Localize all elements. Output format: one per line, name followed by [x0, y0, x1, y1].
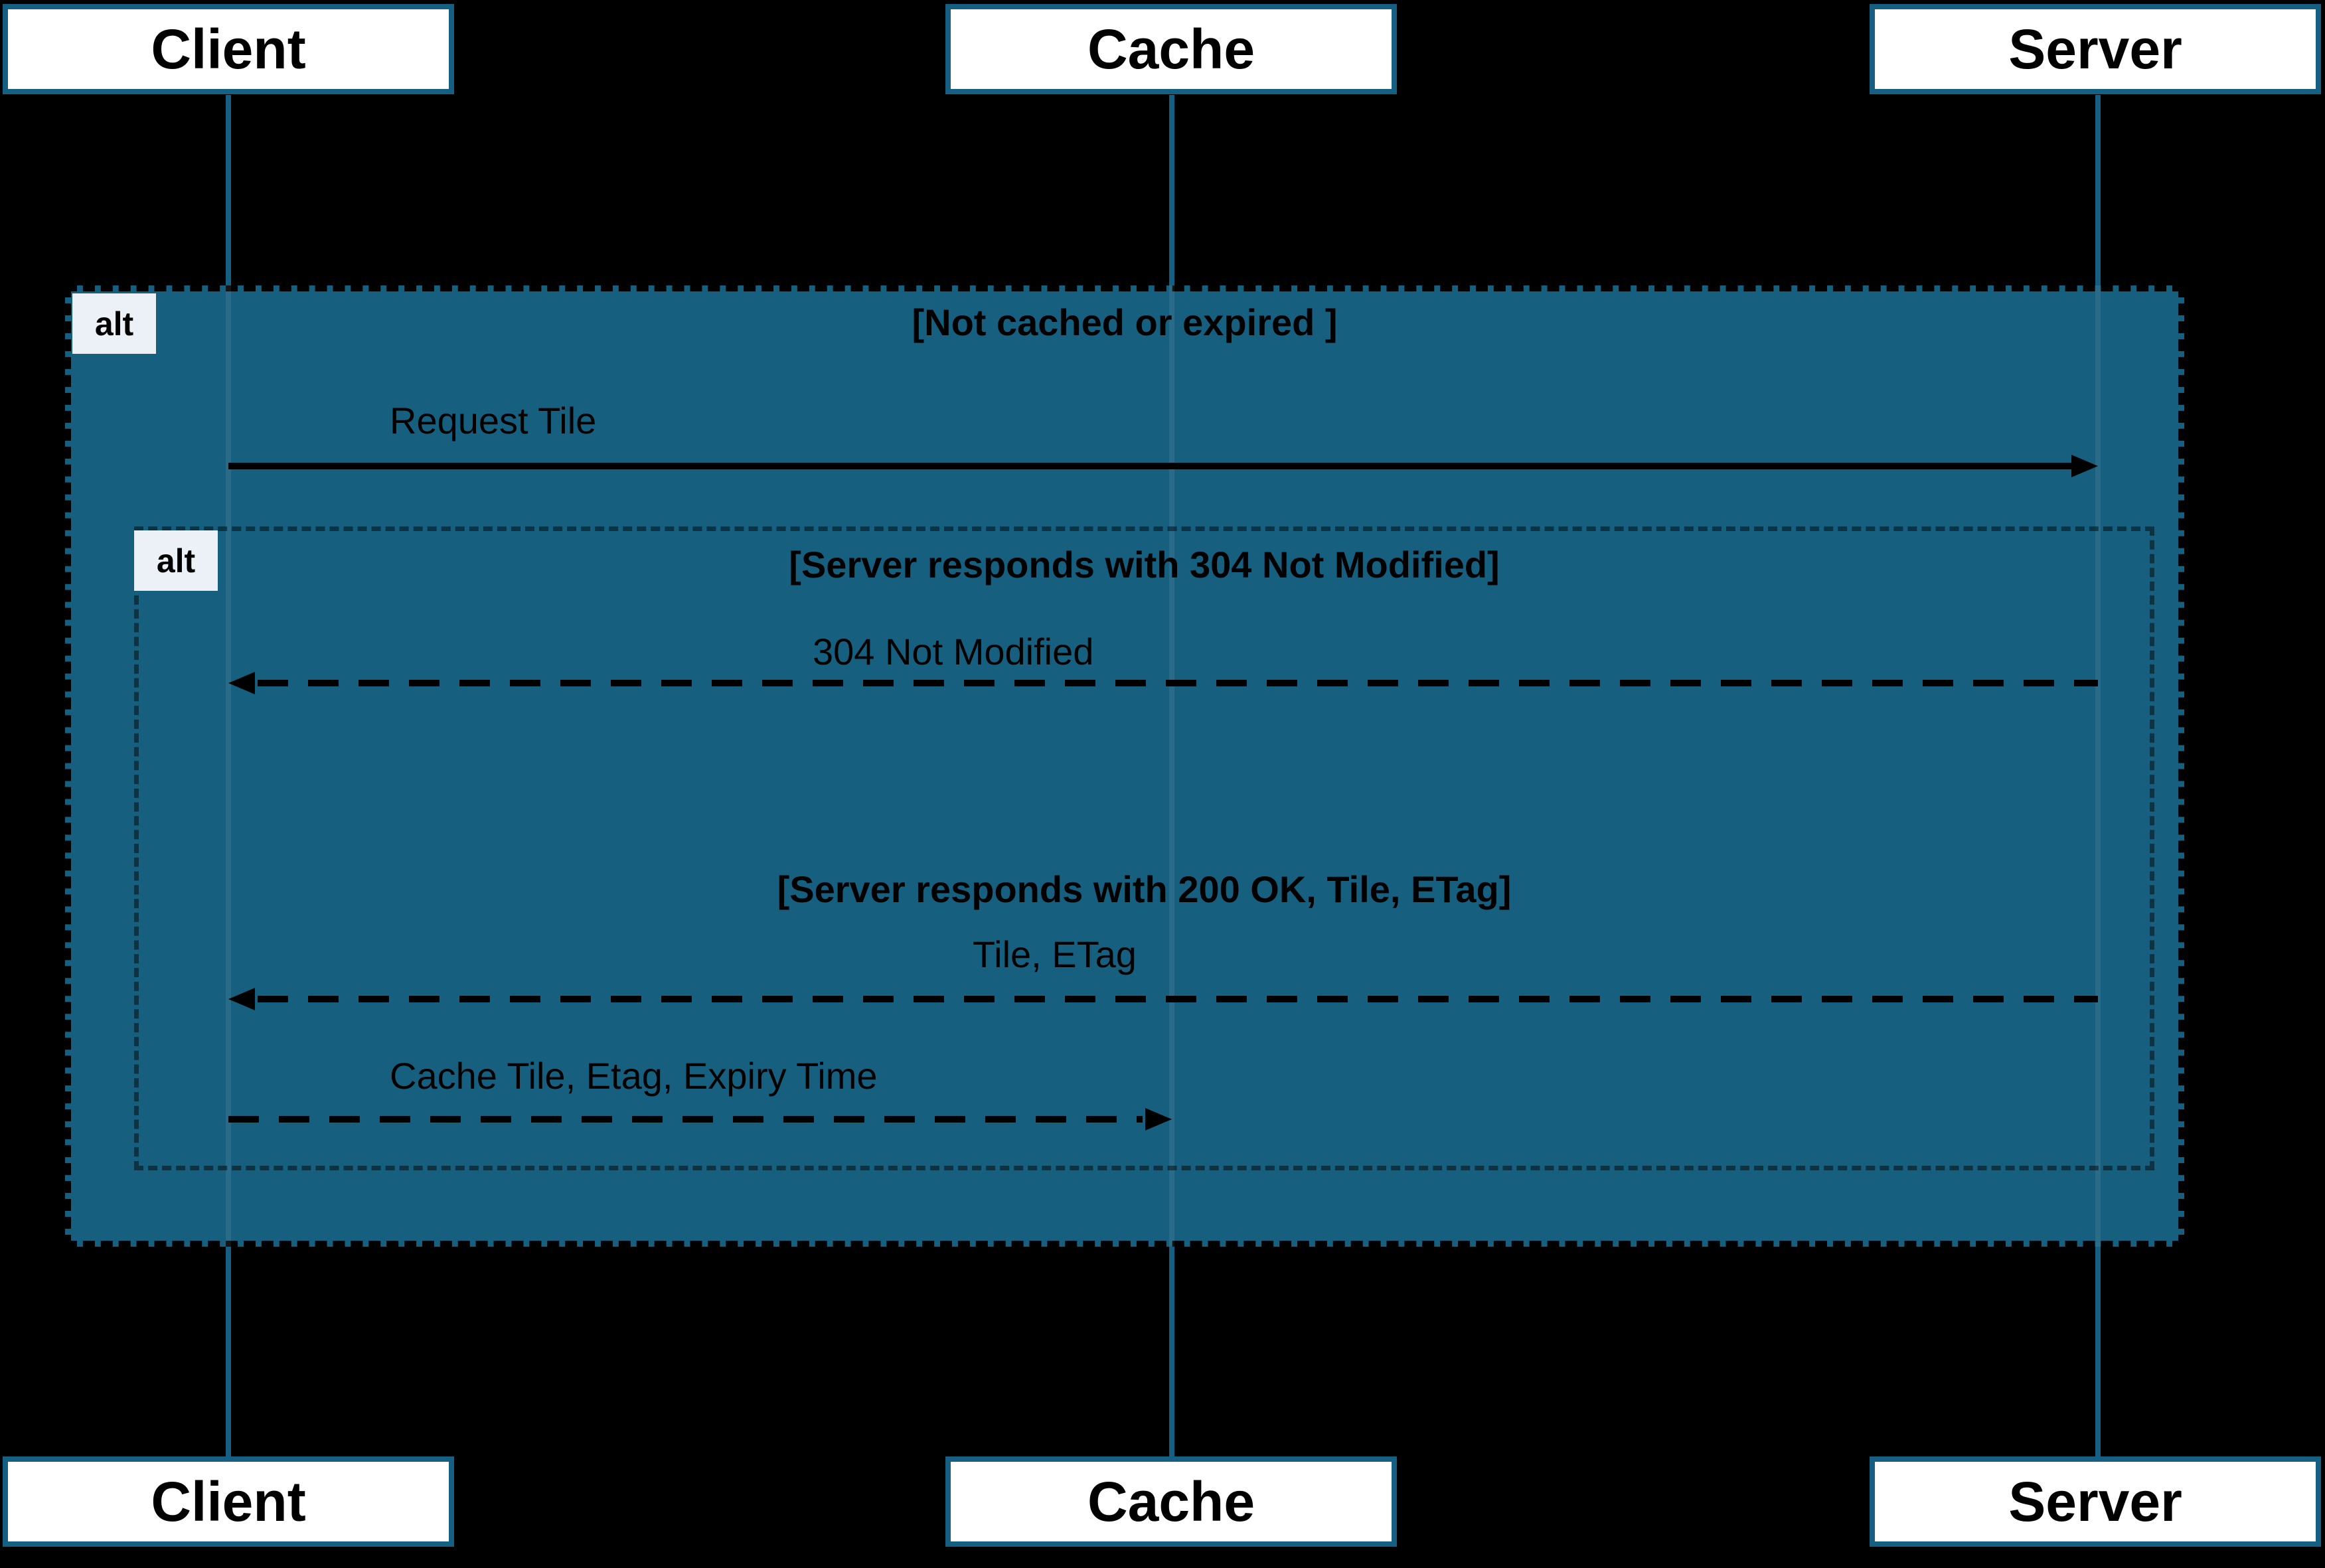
- server-lifeline-bottom: [2095, 1247, 2101, 1458]
- participant-cache-top-label: Cache: [1087, 17, 1255, 80]
- cache-lifeline-bottom: [1169, 1247, 1174, 1458]
- alt-fragment-outer: [65, 285, 2184, 1247]
- guard-200: [Server responds with 200 OK, Tile, ETag…: [777, 868, 1512, 910]
- message-304-label: 304 Not Modified: [813, 631, 1094, 672]
- guard-not-cached: [Not cached or expired ]: [912, 301, 1338, 343]
- guard-304: [Server responds with 304 Not Modified]: [789, 544, 1500, 586]
- message-request-tile-label: Request Tile: [390, 400, 597, 441]
- cache-lifeline-inner: [1169, 285, 1174, 1247]
- server-lifeline-top: [2095, 95, 2101, 285]
- participant-server-top: Server: [1870, 4, 2321, 94]
- participant-cache-bottom: Cache: [945, 1456, 1397, 1547]
- message-cache-tile-arrowhead-icon: [1145, 1108, 1172, 1131]
- server-lifeline-inner: [2095, 285, 2101, 1247]
- client-lifeline-bottom: [226, 1247, 231, 1458]
- message-cache-tile-line: [228, 1116, 1143, 1123]
- client-lifeline-top: [226, 95, 231, 285]
- participant-cache-top: Cache: [945, 4, 1397, 94]
- participant-server-bottom: Server: [1870, 1456, 2321, 1547]
- participant-cache-bottom-label: Cache: [1087, 1470, 1255, 1533]
- participant-client-top-label: Client: [151, 17, 306, 80]
- alt-operator-inner-label: alt: [156, 542, 196, 580]
- message-tile-etag-arrowhead-icon: [228, 988, 255, 1010]
- alt-operator-outer-label: alt: [94, 305, 134, 343]
- message-request-tile-line: [228, 463, 2071, 469]
- message-tile-etag-label: Tile, ETag: [973, 933, 1137, 975]
- participant-client-top: Client: [3, 4, 454, 94]
- alt-operator-outer: alt: [72, 293, 156, 354]
- participant-server-bottom-label: Server: [2008, 1470, 2182, 1533]
- participant-server-top-label: Server: [2008, 17, 2182, 80]
- alt-fragment-inner: [134, 526, 2154, 1170]
- participant-client-bottom-label: Client: [151, 1470, 306, 1533]
- alt-operator-inner: alt: [134, 530, 218, 591]
- message-304-line: [258, 680, 2098, 686]
- message-tile-etag-line: [258, 996, 2098, 1002]
- participant-client-bottom: Client: [3, 1456, 454, 1547]
- message-request-tile-arrowhead-icon: [2071, 455, 2098, 477]
- message-304-arrowhead-icon: [228, 672, 255, 694]
- client-lifeline-inner: [226, 285, 231, 1247]
- cache-lifeline-top: [1169, 95, 1174, 285]
- message-cache-tile-label: Cache Tile, Etag, Expiry Time: [390, 1055, 878, 1097]
